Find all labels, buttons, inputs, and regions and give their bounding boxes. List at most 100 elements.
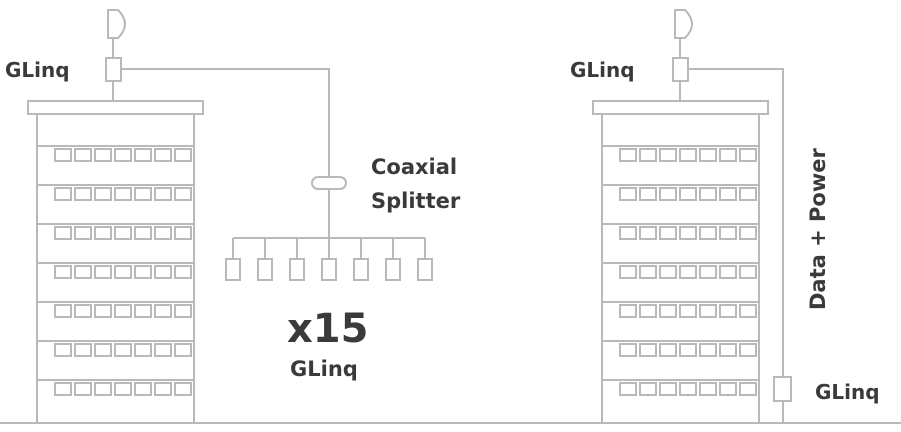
right-building-windows	[602, 145, 759, 396]
right-building-window	[719, 187, 737, 201]
right-building-window	[699, 187, 717, 201]
unit-count-label: x15	[287, 306, 368, 352]
left-building-window	[94, 343, 112, 357]
right-building-window	[679, 343, 697, 357]
right-building-window	[699, 226, 717, 240]
left-building-window	[114, 265, 132, 279]
right-building-window	[619, 226, 637, 240]
right-building-window	[679, 382, 697, 396]
right-glinq-unit-top	[672, 57, 689, 82]
left-building-window	[94, 226, 112, 240]
left-building-window	[174, 265, 192, 279]
right-building-window	[619, 382, 637, 396]
left-building-window	[134, 226, 152, 240]
left-building-window	[134, 343, 152, 357]
right-building-window	[699, 382, 717, 396]
right-building-window	[619, 265, 637, 279]
glinq-drop-unit	[289, 258, 305, 281]
right-building-window	[639, 187, 657, 201]
left-building-window	[174, 382, 192, 396]
left-building-window	[54, 343, 72, 357]
right-building-window	[619, 148, 637, 162]
right-building-window	[639, 382, 657, 396]
right-glinq-bottom-label: GLinq	[815, 380, 880, 404]
left-building-window	[54, 226, 72, 240]
right-building-window	[699, 343, 717, 357]
coaxial-splitter	[311, 176, 347, 190]
left-building-window	[134, 187, 152, 201]
left-building-roof	[27, 100, 204, 115]
left-building-window	[74, 304, 92, 318]
right-building-window	[739, 187, 757, 201]
splitter-label-line1: Coaxial	[371, 155, 457, 179]
right-glinq-top-label: GLinq	[570, 58, 635, 82]
right-glinq-unit-bottom	[773, 376, 792, 402]
left-building-window	[174, 226, 192, 240]
left-building-window	[154, 265, 172, 279]
right-building-window	[619, 304, 637, 318]
right-building-window	[659, 265, 677, 279]
left-building-windows	[37, 145, 194, 396]
left-building-window	[154, 187, 172, 201]
left-building-window	[74, 187, 92, 201]
dish-antenna-icon	[674, 9, 693, 39]
left-building-window	[94, 187, 112, 201]
glinq-drop-units	[225, 238, 433, 281]
right-building-window	[659, 187, 677, 201]
splitter-label-line2: Splitter	[371, 189, 461, 213]
right-building-window	[739, 265, 757, 279]
left-glinq-label: GLinq	[5, 58, 70, 82]
left-building-window	[74, 226, 92, 240]
left-building-window	[54, 382, 72, 396]
right-building-window	[699, 148, 717, 162]
left-building-window	[134, 265, 152, 279]
right-antenna	[674, 9, 693, 58]
right-building-window	[679, 226, 697, 240]
right-building	[592, 100, 769, 424]
left-building-window	[114, 187, 132, 201]
left-building-window	[134, 304, 152, 318]
data-power-cable	[688, 68, 784, 377]
left-building-window	[74, 343, 92, 357]
left-building-window	[54, 187, 72, 201]
coax-cable	[121, 68, 433, 281]
left-building-window	[94, 304, 112, 318]
right-building-window	[739, 343, 757, 357]
right-building-window	[679, 265, 697, 279]
left-building-window	[174, 148, 192, 162]
left-building-window	[94, 382, 112, 396]
glinq-drop-unit	[225, 258, 241, 281]
right-building-window	[639, 304, 657, 318]
right-building-window	[719, 382, 737, 396]
left-building-window	[154, 226, 172, 240]
glinq-drop-unit	[417, 258, 433, 281]
left-antenna	[107, 9, 126, 58]
right-building-window	[639, 343, 657, 357]
left-building-window	[154, 343, 172, 357]
left-building-window	[154, 382, 172, 396]
left-building-window	[174, 187, 192, 201]
right-building-window	[619, 187, 637, 201]
left-building-window	[54, 148, 72, 162]
data-power-label: Data + Power	[806, 148, 830, 310]
right-building-window	[659, 304, 677, 318]
glinq-drop-unit	[257, 258, 273, 281]
left-building-window	[154, 148, 172, 162]
dish-antenna-icon	[107, 9, 126, 39]
left-building-window	[54, 304, 72, 318]
right-building-window	[639, 148, 657, 162]
left-building-window	[54, 265, 72, 279]
right-building-window	[639, 226, 657, 240]
right-building-window	[719, 226, 737, 240]
left-glinq-unit	[105, 57, 122, 82]
right-building-window	[699, 265, 717, 279]
left-building-window	[94, 148, 112, 162]
right-building-window	[659, 148, 677, 162]
right-building-window	[659, 226, 677, 240]
right-building-window	[619, 343, 637, 357]
right-building-window	[659, 382, 677, 396]
left-building-window	[174, 343, 192, 357]
left-building-window	[114, 382, 132, 396]
